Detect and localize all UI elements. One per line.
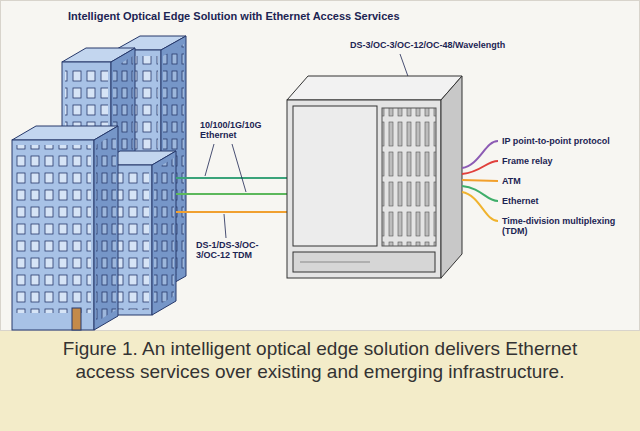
buildings <box>12 36 186 330</box>
figure-caption: Figure 1. An intelligent optical edge so… <box>40 337 600 383</box>
service-label: Time-division multiplexing (TDM) <box>502 216 636 236</box>
art-part <box>224 214 226 238</box>
art-part <box>154 158 174 308</box>
art-part <box>462 180 498 181</box>
access-links <box>176 178 287 212</box>
art-part <box>176 193 287 195</box>
art-part <box>232 144 246 192</box>
art-part <box>12 140 94 330</box>
art-part <box>287 100 441 278</box>
edge-cabinet <box>287 76 462 278</box>
art-part <box>96 133 116 322</box>
art-part <box>462 141 498 168</box>
art-part <box>382 108 436 246</box>
art-part <box>72 308 81 330</box>
interface-label: 10/100/1G/10G Ethernet <box>200 120 262 140</box>
service-links <box>462 141 498 221</box>
art-part <box>15 145 91 313</box>
art-part <box>293 252 435 272</box>
art-part <box>205 144 214 176</box>
art-part <box>300 262 370 263</box>
art-part <box>176 177 287 179</box>
service-label: Ethernet <box>502 196 539 206</box>
interface-label: DS-3/OC-3/OC-12/OC-48/Wavelength <box>350 40 505 50</box>
art-part <box>462 192 498 221</box>
service-label: ATM <box>502 176 521 186</box>
interface-label: DS-1/DS-3/OC-3/OC-12 TDM <box>196 240 276 260</box>
art-part <box>176 211 287 213</box>
art-part <box>293 106 377 246</box>
frame <box>1 1 640 331</box>
service-label: Frame relay <box>502 156 553 166</box>
service-label: IP point-to-point protocol <box>502 136 610 146</box>
title: Intelligent Optical Edge Solution with E… <box>68 10 400 22</box>
art-part <box>94 126 118 330</box>
art-part <box>287 76 462 100</box>
art-part <box>441 76 462 278</box>
art-part <box>152 151 176 315</box>
art-part <box>462 161 498 174</box>
